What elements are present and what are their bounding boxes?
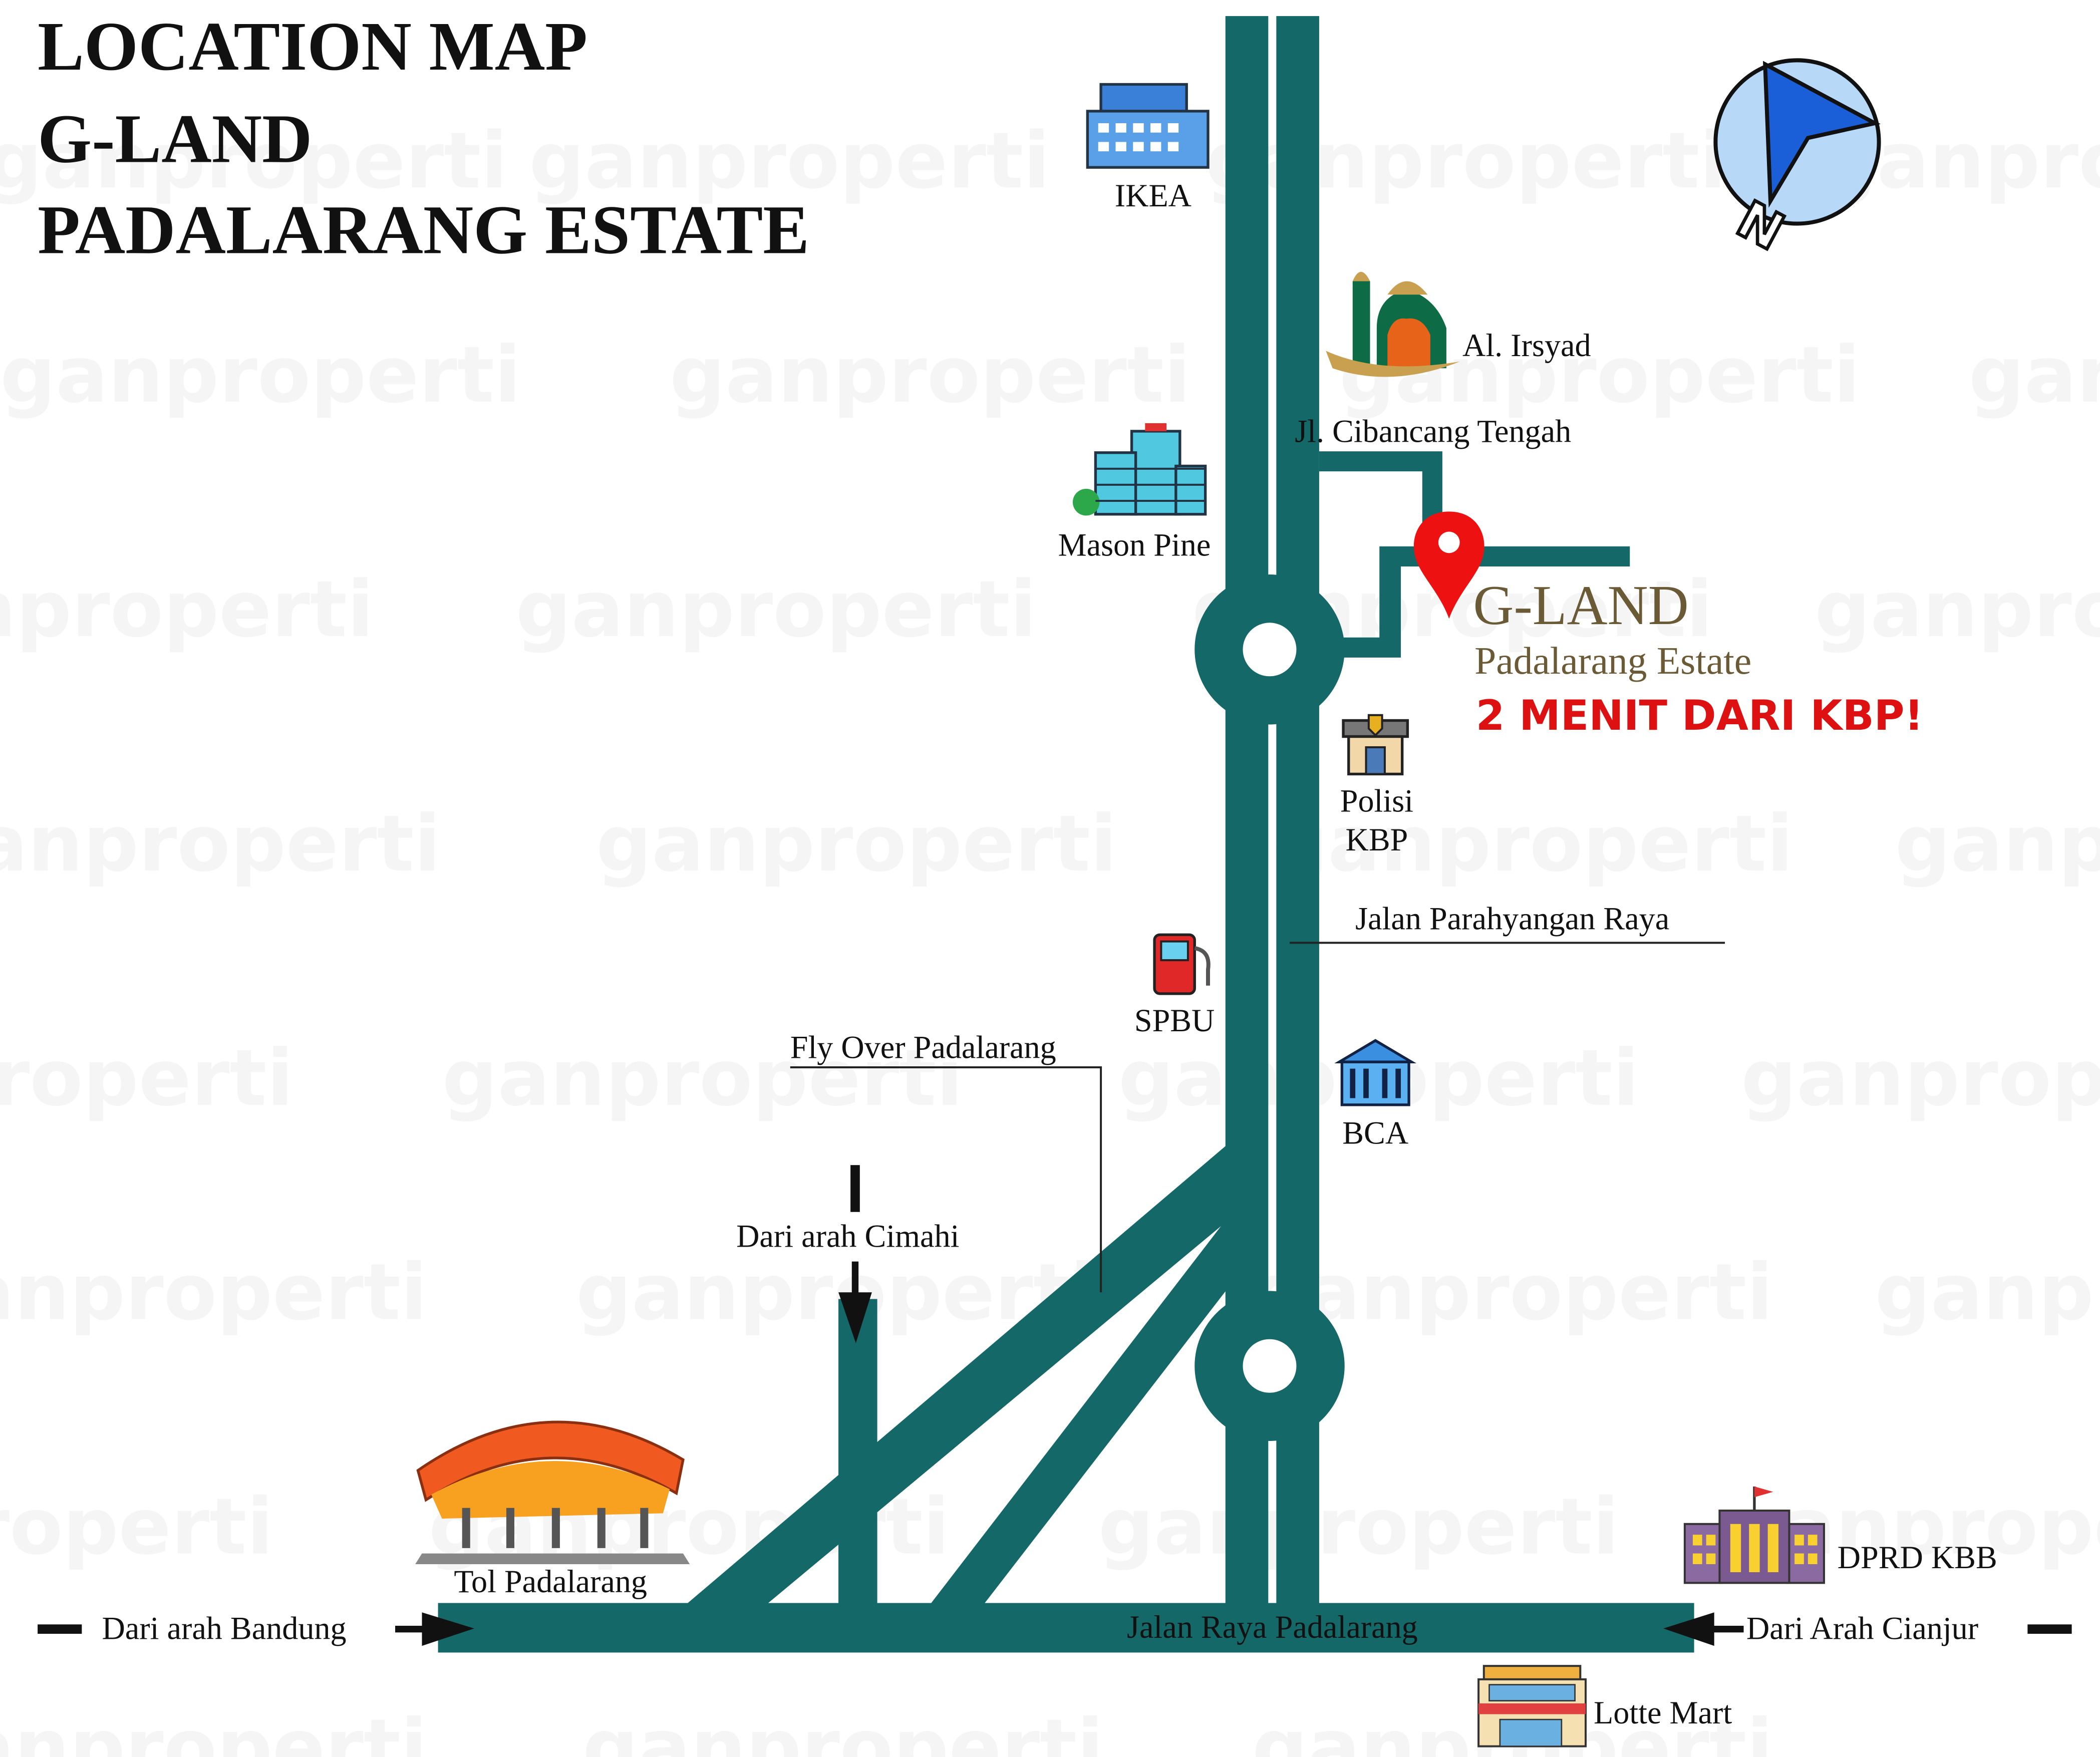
cimahi-road [838, 1299, 877, 1607]
landmark-spbu: SPBU [1134, 933, 1215, 1038]
destination-tagline: 2 MENIT DARI KBP! [1476, 691, 1924, 740]
watermark: ganproperti [0, 1482, 273, 1572]
title-line-1: LOCATION MAP [38, 8, 587, 85]
connector-road [928, 1219, 1227, 1607]
landmark-label: Polisi [1340, 783, 1413, 818]
arrow-left-icon [1663, 1612, 1714, 1646]
map-pin-icon [1413, 511, 1484, 619]
watermark: ganproperti [596, 798, 1117, 889]
raya-padalarang-label: Jalan Raya Padalarang [1127, 1609, 1418, 1645]
title-line-3: PADALARANG ESTATE [38, 191, 809, 268]
title-line-2: G-LAND [38, 101, 312, 178]
roundabout-south-island [1243, 1339, 1297, 1393]
landmark-polisi-kbp: Polisi KBP [1340, 714, 1413, 857]
road-network [438, 16, 1694, 1653]
watermark: ganproperti [1098, 1482, 1619, 1572]
cianjur-label: Dari Arah Cianjur [1746, 1611, 1978, 1646]
destination-name: G-LAND [1473, 574, 1688, 637]
flyover-label: Fly Over Padalarang [790, 1029, 1056, 1065]
cibancang-label: Jl. Cibancang Tengah [1295, 413, 1571, 449]
cimahi-label: Dari arah Cimahi [736, 1218, 959, 1254]
landmark-lotte-mart: Lotte Mart [1477, 1665, 1732, 1747]
watermark: ganproperti [0, 564, 374, 655]
watermark: ganproperti [1815, 564, 2100, 655]
landmark-mason-pine: Mason Pine [1058, 423, 1211, 563]
bank-icon [1334, 1039, 1417, 1106]
landmark-ikea: IKEA [1086, 83, 1210, 213]
store-building-icon [1086, 83, 1210, 169]
landmark-label: IKEA [1115, 178, 1191, 213]
direction-cimahi: Dari arah Cimahi [736, 1165, 959, 1343]
parahyangan-label: Jalan Parahyangan Raya [1355, 901, 1669, 937]
cibancang-road [1319, 451, 1442, 526]
watermark: ganproperti [1741, 1033, 2100, 1123]
arrow-tail [2027, 1624, 2072, 1634]
police-station-icon [1342, 714, 1409, 776]
destination-subtitle: Padalarang Estate [1474, 639, 1751, 682]
landmark-label: Mason Pine [1058, 527, 1211, 563]
watermark: ganproperti [1875, 1247, 2100, 1338]
watermark: ganproperti [670, 330, 1190, 420]
gas-pump-icon [1153, 933, 1211, 995]
map-title: LOCATION MAP G-LAND PADALARANG ESTATE [38, 8, 809, 268]
watermark: ganproperti [582, 1702, 1103, 1757]
landmark-dprd-kbb: DPRD KBB [1683, 1486, 1997, 1584]
watermark: ganproperti [0, 1702, 427, 1757]
watermark: ganproperti [0, 1033, 293, 1123]
landmark-label: DPRD KBB [1838, 1540, 1997, 1575]
landmark-bca: BCA [1334, 1039, 1417, 1150]
destination-gland: G-LAND Padalarang Estate 2 MENIT DARI KB… [1413, 511, 1924, 740]
jalan-raya-padalarang-road [438, 1603, 1694, 1653]
watermark: ganproperti [1895, 798, 2100, 889]
landmark-label: BCA [1342, 1115, 1408, 1150]
landmark-label: Tol Padalarang [454, 1564, 647, 1599]
landmark-tol-padalarang: Tol Padalarang [415, 1420, 690, 1599]
landmark-al-irsyad: Al. Irsyad [1326, 271, 1591, 377]
toll-gate-icon [415, 1420, 690, 1564]
watermark: ganproperti [0, 330, 521, 420]
bandung-label: Dari arah Bandung [102, 1611, 346, 1646]
arrow-shaft [851, 1261, 859, 1302]
landmark-label: Lotte Mart [1594, 1695, 1732, 1730]
flyover-leader-line [790, 1066, 1102, 1293]
compass-north-icon [1763, 61, 1881, 208]
government-building-icon [1683, 1486, 1825, 1584]
direction-cianjur: Dari Arah Cianjur [1663, 1611, 2072, 1646]
mosque-icon [1326, 271, 1460, 377]
arrow-shaft [1700, 1625, 1744, 1633]
gland-access-road [1319, 546, 1630, 658]
watermark: ganproperti [1969, 330, 2100, 420]
hotel-icon [1072, 423, 1207, 516]
map-pin-hole [1438, 531, 1460, 553]
direction-bandung: Dari arah Bandung [38, 1611, 474, 1646]
landmark-label: Al. Irsyad [1462, 328, 1591, 363]
roundabout-north-island [1243, 623, 1297, 677]
arrow-tail [850, 1165, 860, 1212]
arrow-tail [38, 1624, 82, 1634]
watermark: ganproperti [516, 564, 1037, 655]
watermark: ganproperti [0, 798, 441, 889]
landmark-label: KBP [1345, 822, 1408, 857]
landmark-label: SPBU [1134, 1003, 1215, 1038]
arrow-down-icon [838, 1292, 872, 1343]
supermarket-icon [1477, 1665, 1587, 1747]
watermark: ganproperti [0, 1247, 427, 1338]
arrow-right-icon [422, 1612, 474, 1646]
compass: N [1713, 58, 1881, 263]
